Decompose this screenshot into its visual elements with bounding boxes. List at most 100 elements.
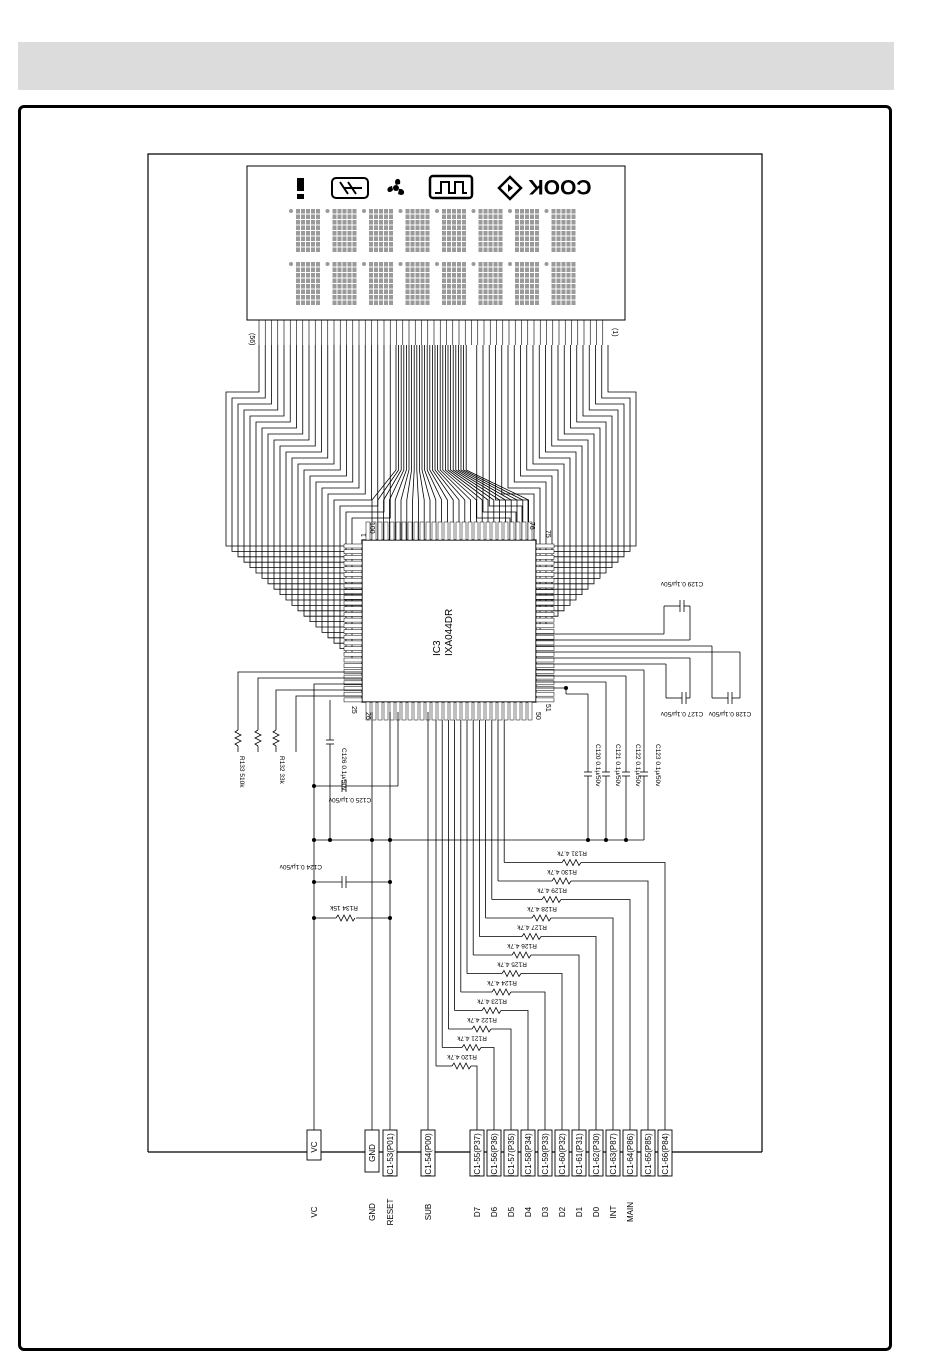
- vfd-dot: [508, 209, 512, 213]
- vfd-pixel: [374, 284, 378, 289]
- vfd-pixel: [556, 236, 561, 241]
- vfd-pixel: [332, 242, 337, 247]
- ic3-pin-1-label: 1: [361, 533, 368, 537]
- display-wire: [383, 345, 402, 540]
- vfd-pixel: [352, 267, 357, 272]
- vfd-pixel: [342, 284, 347, 289]
- vfd-pixel: [389, 225, 393, 230]
- display-wire: [419, 345, 425, 540]
- vfd-pixel: [556, 209, 561, 214]
- vfd-pixel: [384, 273, 388, 278]
- ic-pin-bottom: [383, 701, 389, 721]
- vfd-pixel: [488, 267, 493, 272]
- vfd-pixel: [520, 284, 524, 289]
- vfd-pixel: [551, 220, 556, 225]
- connector-int-box-label: IC1-63(P87): [609, 1133, 618, 1177]
- ic-pin-right: [535, 543, 555, 549]
- vfd-pixel: [311, 220, 315, 225]
- resistor-r121: [461, 1043, 482, 1052]
- c129-label: C129 0.1μ/50v: [660, 580, 703, 587]
- ic-pin-left: [343, 612, 363, 617]
- ic-pin-top: [503, 521, 509, 541]
- resistor-r130: [551, 877, 572, 885]
- junction-dot: [312, 880, 316, 884]
- ic-pin-right: [535, 583, 555, 589]
- vfd-pixel: [535, 262, 539, 267]
- vfd-pixel: [379, 209, 383, 214]
- vfd-pixel: [442, 209, 446, 214]
- vfd-pixel: [311, 273, 315, 278]
- vfd-pixel: [462, 236, 466, 241]
- vfd-pixel: [374, 225, 378, 230]
- lower-circuit: [234, 600, 741, 1138]
- vfd-pixel: [332, 220, 337, 225]
- vfd-pixel: [379, 236, 383, 241]
- connector-d6-signal: D6: [490, 1206, 499, 1217]
- vfd-pixel: [525, 247, 529, 252]
- connector-d1-signal: D1: [575, 1206, 584, 1217]
- vfd-pixel: [405, 231, 410, 236]
- vfd-pixel: [311, 209, 315, 214]
- vfd-pixel: [347, 220, 352, 225]
- vfd-pixel: [462, 300, 466, 305]
- vfd-pixel: [384, 225, 388, 230]
- vfd-pixel: [530, 214, 534, 219]
- vfd-pixel: [410, 284, 415, 289]
- r123-label: R123 4.7k: [476, 998, 506, 1005]
- vfd-digit-matrix: [369, 209, 393, 252]
- vfd-pixel: [420, 247, 425, 252]
- vfd-pixel: [306, 278, 310, 283]
- vfd-pixel: [316, 300, 320, 305]
- vfd-pixel: [488, 262, 493, 267]
- ic-pin-top: [395, 521, 401, 541]
- ic3-pin-100-label: 100: [368, 522, 375, 534]
- vfd-dot: [471, 262, 476, 266]
- vfd-pixel: [405, 247, 410, 252]
- vfd-digit-matrix: [332, 262, 357, 305]
- r133-label: R133 510k: [238, 756, 245, 788]
- vfd-pixel: [498, 284, 503, 289]
- bus-line: [571, 880, 649, 1130]
- vfd-pixel: [462, 262, 466, 267]
- vfd-pixel: [311, 289, 315, 294]
- r132-label: R132 33k: [278, 756, 285, 785]
- vfd-pixel: [571, 267, 576, 272]
- ic-pin-bottom: [371, 701, 377, 721]
- vfd-pixel: [311, 242, 315, 247]
- vfd-pixel: [311, 225, 315, 230]
- bus-line: [551, 917, 614, 1130]
- vfd-pixel: [452, 295, 456, 300]
- vfd-pixel: [415, 295, 420, 300]
- vfd-pixel: [384, 262, 388, 267]
- junction-dot: [586, 838, 590, 842]
- ic3-ref: IC3: [432, 640, 443, 656]
- vfd-pixel: [347, 267, 352, 272]
- vfd-pixel: [498, 231, 503, 236]
- ic-pin-bottom: [485, 701, 491, 721]
- vfd-pixel: [374, 267, 378, 272]
- display-wire: [439, 345, 471, 540]
- connector-d0: IC1-62(P30)D0: [588, 1129, 604, 1217]
- vfd-pixel: [420, 209, 425, 214]
- vfd-pixel: [374, 247, 378, 252]
- vfd-pixel: [379, 262, 383, 267]
- resistor-r125: [501, 969, 522, 978]
- vfd-pixel: [571, 225, 576, 230]
- vfd-pixel: [337, 220, 342, 225]
- vfd-pixel: [347, 289, 352, 294]
- vfd-pixel: [316, 242, 320, 247]
- vfd-pixel: [462, 225, 466, 230]
- display-wire: [445, 345, 483, 540]
- vfd-pixel: [296, 278, 300, 283]
- vfd-pixel: [384, 231, 388, 236]
- vfd-pixel: [488, 295, 493, 300]
- connector-d3-box: [537, 1129, 553, 1177]
- ic-pin-right: [535, 634, 555, 640]
- vfd-pixel: [515, 300, 519, 305]
- junction-dot: [624, 838, 628, 842]
- vfd-pixel: [535, 220, 539, 225]
- display-wire: [225, 345, 362, 547]
- display-wire: [255, 345, 362, 574]
- ic-pin-left: [343, 623, 363, 629]
- vfd-pixel: [566, 242, 571, 247]
